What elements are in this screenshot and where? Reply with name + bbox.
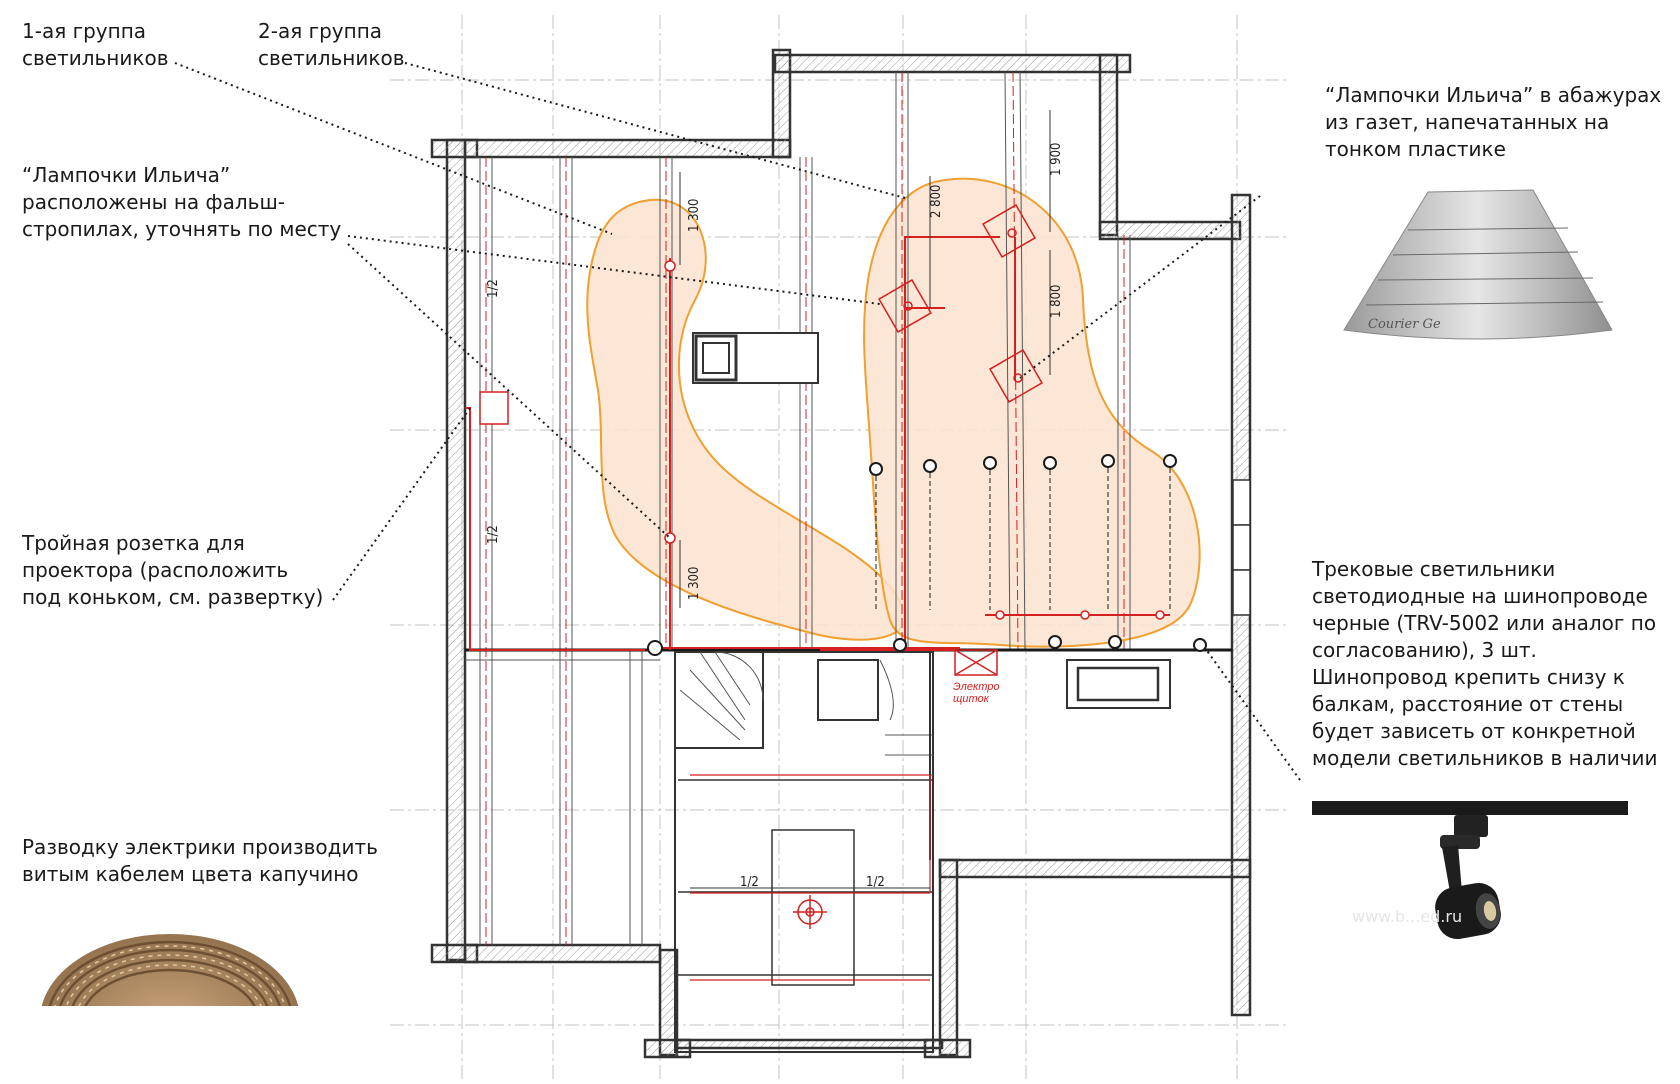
track-light-icon: www.b...ed.ru [1312, 801, 1628, 939]
dim-half-a: 1/2 [486, 279, 501, 298]
lighting-zone-group-2 [863, 177, 1201, 648]
note-line: “Лампочки Ильича” в абажурах [1325, 83, 1662, 107]
lighting-zone-group-1 [586, 198, 907, 641]
dim-half-c: 1/2 [740, 875, 759, 890]
bulb-group-2 [878, 204, 1043, 403]
note-line: Трековые светильники [1312, 557, 1556, 581]
note-line: проектора (расположить [22, 558, 289, 582]
dim-half-b: 1/2 [486, 525, 501, 544]
wiring [465, 236, 1170, 651]
leader-lines [174, 62, 1301, 781]
note-line: Тройная розетка для [22, 531, 245, 555]
note-line: под коньком, см. развертку) [22, 585, 324, 609]
watermark: www.b...ed.ru [1352, 907, 1462, 926]
socket [479, 391, 509, 425]
note-line: “Лампочки Ильича” [22, 163, 231, 187]
table [678, 779, 932, 986]
note-wiring: Разводку электрики производить витым каб… [22, 834, 378, 888]
note-line: из газет, напечатанных на [1325, 110, 1610, 134]
dim-1800: 1 800 [1049, 285, 1064, 318]
note-line: тонком пластике [1325, 137, 1506, 161]
newspaper-text: Courier Ge [1368, 317, 1441, 332]
note-group-2-line: 2-ая группа [258, 19, 383, 43]
twisted-cable-icon [30, 934, 310, 1012]
dim-1300-top: 1 300 [687, 199, 702, 232]
ceiling-lamp-icon [793, 895, 827, 929]
chimney [692, 332, 819, 384]
spot-light-icon [647, 454, 1207, 656]
note-track: Трековые светильники светодиодные на шин… [1312, 556, 1658, 772]
panel-label-line1: Электро [953, 681, 1000, 693]
note-line: черные (TRV-5002 или аналог по [1312, 611, 1657, 635]
note-group-1: 1-ая группа светильников [22, 18, 168, 72]
track-light-row [995, 610, 1165, 620]
note-ilyich-shades: “Лампочки Ильича” в абажурах из газет, н… [1325, 82, 1661, 163]
dim-1300-bottom: 1 300 [687, 567, 702, 600]
dim-1900: 1 900 [1049, 143, 1064, 176]
note-group-2: 2-ая группа светильников [258, 18, 404, 72]
note-line: светодиодные на шинопроводе [1312, 584, 1648, 608]
note-line: Разводку электрики производить [22, 835, 378, 859]
note-line: модели светильников в наличии [1312, 746, 1658, 770]
note-line: стропилах, уточнять по месту [22, 217, 342, 241]
note-line: согласованию), 3 шт. [1312, 638, 1537, 662]
note-group-2-line: светильников [258, 46, 405, 70]
note-ilyich-rafters: “Лампочки Ильича” расположены на фальш- … [22, 162, 341, 243]
note-group-1-line: светильников [22, 46, 169, 70]
note-line: балкам, расстояние от стены [1312, 692, 1624, 716]
electrical-panel [954, 649, 998, 676]
note-line: расположены на фальш- [22, 190, 285, 214]
dim-half-d: 1/2 [866, 875, 885, 890]
spot-drops [875, 468, 1171, 610]
sink [1066, 659, 1171, 709]
rafters [479, 71, 1131, 945]
note-line: витым кабелем цвета капучино [22, 862, 359, 886]
note-group-1-line: 1-ая группа [22, 19, 147, 43]
lower-room-wiring [690, 774, 931, 981]
dim-2800: 2 800 [929, 185, 944, 218]
note-line: Шинопровод крепить снизу к [1312, 665, 1625, 689]
note-socket: Тройная розетка для проектора (расположи… [22, 530, 323, 611]
note-line: будет зависеть от конкретной [1312, 719, 1636, 743]
window [1232, 479, 1251, 616]
lamp-shade-icon: Courier Ge [1343, 189, 1613, 340]
panel-label-line2: щиток [953, 693, 990, 705]
stairwell [674, 651, 934, 1053]
